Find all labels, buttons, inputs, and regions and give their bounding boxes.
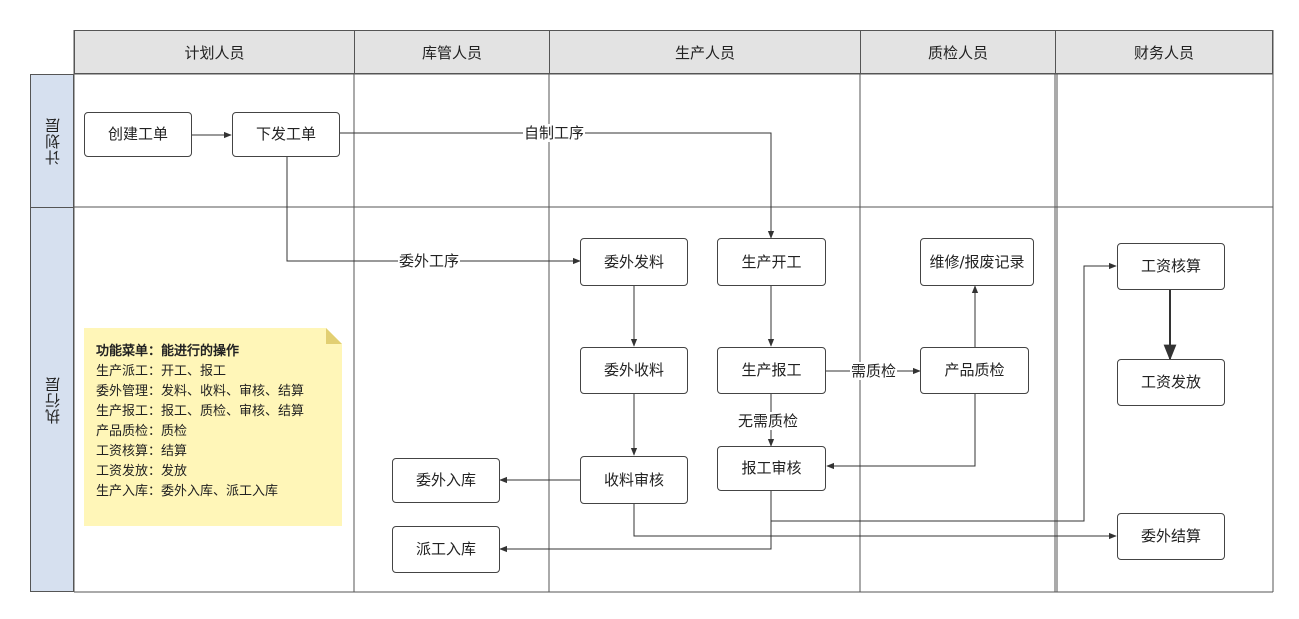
node-outsource-settle[interactable]: 委外结算 [1117,513,1225,560]
node-receive-review[interactable]: 收料审核 [580,456,688,504]
note-line: 委外管理：发料、收料、审核、结算 [96,384,305,399]
column-header-quality: 质检人员 [860,30,1056,74]
note-line: 生产报工：报工、质检、审核、结算 [96,404,305,419]
node-issue-order[interactable]: 下发工单 [232,112,340,157]
row-header-plan-label: 计划层 [43,117,62,165]
node-wage-pay[interactable]: 工资发放 [1117,359,1225,406]
edge-label-self-process: 自制工序 [523,124,586,142]
node-production-report[interactable]: 生产报工 [717,347,826,394]
function-menu-note: 功能菜单：能进行的操作 生产派工：开工、报工 委外管理：发料、收料、审核、结算 … [84,328,342,526]
node-report-review[interactable]: 报工审核 [717,446,826,491]
node-outsource-receive[interactable]: 委外收料 [580,347,688,394]
note-line: 生产入库：委外入库、派工入库 [96,484,279,499]
node-create-order[interactable]: 创建工单 [84,112,192,157]
row-header-plan: 计划层 [30,74,74,208]
node-dispatch-stockin[interactable]: 派工入库 [392,526,500,573]
edge-qc-to-review [826,394,976,470]
node-repair-scrap[interactable]: 维修/报废记录 [920,238,1034,286]
note-line: 生产派工：开工、报工 [96,364,227,379]
column-header-production: 生产人员 [549,30,861,74]
edge-label-no-qc: 无需质检 [737,412,800,430]
row-header-execute-label: 执行层 [43,375,62,424]
node-product-qc[interactable]: 产品质检 [920,347,1029,394]
edge-receive-review-to-settle [633,504,1117,540]
node-outsource-material[interactable]: 委外发料 [580,238,688,286]
edge-review-to-wage [771,262,1117,522]
row-header-execute: 执行层 [30,207,74,592]
edge-issue-to-start [340,132,775,239]
node-production-start[interactable]: 生产开工 [717,238,826,286]
edge-label-outsource-process: 委外工序 [398,252,461,270]
note-title: 功能菜单：能进行的操作 [96,344,240,359]
note-line: 产品质检：质检 [96,424,188,439]
column-header-finance: 财务人员 [1055,30,1273,74]
column-header-warehouse: 库管人员 [354,30,550,74]
swimlane-grid [73,30,1274,593]
note-line: 工资发放：发放 [96,464,188,479]
connectors [192,131,1177,553]
column-header-planner: 计划人员 [74,30,355,74]
edge-review-to-dispatch [499,491,772,553]
edge-label-need-qc: 需质检 [850,362,898,380]
node-wage-calc[interactable]: 工资核算 [1117,243,1225,290]
edge-issue-to-outsource [286,157,581,265]
note-line: 工资核算：结算 [96,444,188,459]
node-outsource-stockin[interactable]: 委外入库 [392,458,500,503]
